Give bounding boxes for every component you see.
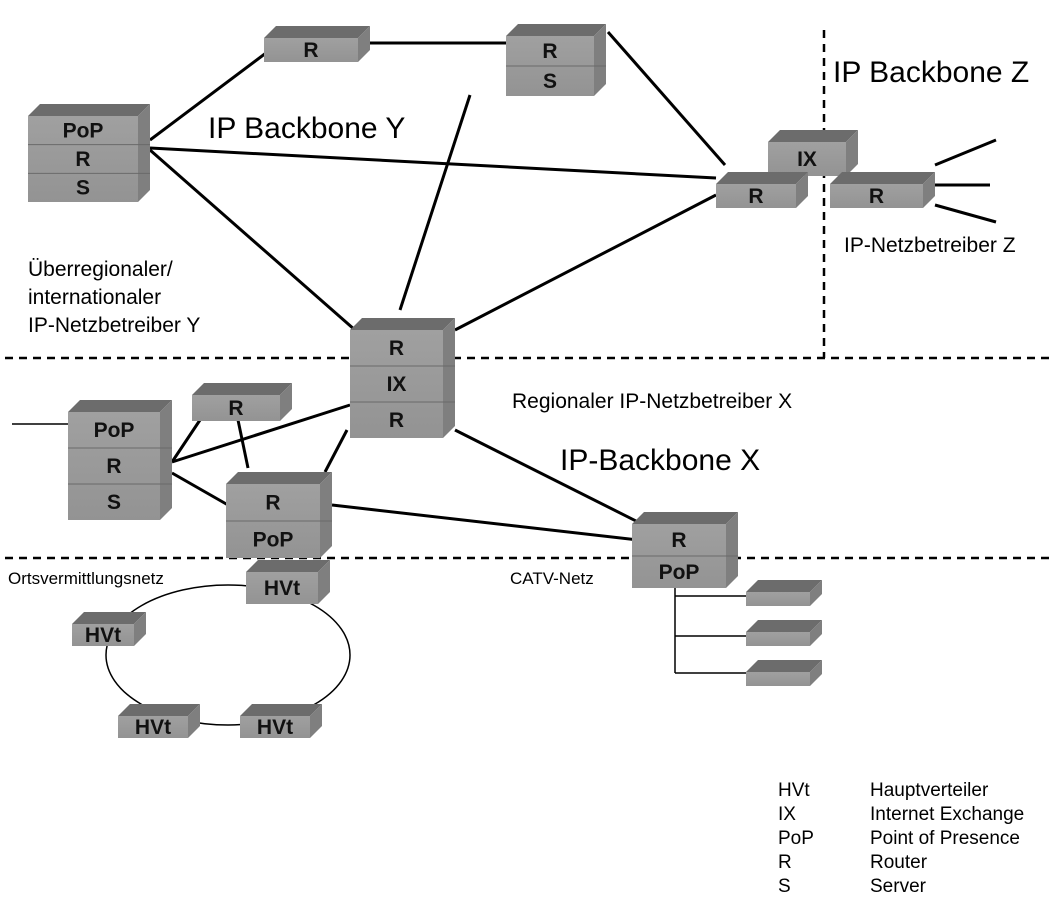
- catv-node-2: [746, 620, 822, 646]
- provider-y-line3: IP-Netzbetreiber Y: [28, 314, 200, 337]
- box-label-r: R: [106, 455, 121, 478]
- legend-abbr-pop: PoP: [778, 828, 814, 849]
- box-label-r: R: [389, 409, 404, 432]
- hvt-ring-bottom-right: HVt: [240, 704, 322, 739]
- box-label-pop: PoP: [63, 119, 104, 142]
- router-x-small: R: [192, 383, 292, 421]
- box-label-s: S: [107, 491, 121, 514]
- box-label-ix: IX: [387, 373, 407, 396]
- hvt-ring-left: HVt: [72, 612, 146, 647]
- box-label-r: R: [869, 185, 884, 208]
- box-label-hvt: HVt: [85, 624, 121, 647]
- box-label-r: R: [303, 39, 318, 62]
- box-label-ix: IX: [797, 148, 817, 171]
- box-label-s: S: [543, 70, 557, 93]
- connections: [12, 31, 997, 726]
- legend-desc-hvt: Hauptverteiler: [870, 780, 989, 801]
- stack-r-pop-x: R PoP: [226, 472, 332, 558]
- box-label-pop: PoP: [253, 529, 294, 552]
- hvt-main: HVt: [246, 560, 330, 604]
- box-label-pop: PoP: [659, 561, 700, 584]
- catv-net-label: CATV-Netz: [510, 569, 594, 588]
- provider-x-label: Regionaler IP-Netzbetreiber X: [512, 390, 792, 413]
- catv-node-1: [746, 580, 822, 606]
- legend-abbr-router: R: [778, 852, 792, 873]
- stack-pop-r-s-x: PoP RS: [68, 400, 172, 520]
- legend-abbr-hvt: HVt: [778, 780, 810, 801]
- backbone-x-title: IP-Backbone X: [560, 444, 760, 477]
- router-z: R: [830, 172, 935, 208]
- local-net-label: Ortsvermittlungsnetz: [8, 569, 164, 588]
- box-label-pop: PoP: [94, 419, 135, 442]
- stack-pop-r-s-y: PoP RS: [28, 104, 150, 202]
- provider-y-line1: Überregionaler/: [28, 258, 173, 281]
- provider-y-line2: internationaler: [28, 286, 161, 309]
- box-label-r: R: [542, 40, 557, 63]
- legend-abbr-server: S: [778, 876, 791, 897]
- box-label-hvt: HVt: [264, 577, 300, 600]
- router-y-top: R: [264, 26, 370, 62]
- legend-abbr-ix: IX: [778, 804, 796, 825]
- box-label-r: R: [75, 148, 90, 171]
- backbone-z-title: IP Backbone Z: [833, 56, 1029, 89]
- ix-z: IX: [768, 130, 858, 176]
- backbone-y-title: IP Backbone Y: [208, 112, 405, 145]
- router-y-z: R: [716, 172, 808, 208]
- box-label-hvt: HVt: [135, 716, 171, 739]
- stack-r-pop-catv: R PoP: [632, 512, 738, 588]
- box-label-r: R: [748, 185, 763, 208]
- box-label-s: S: [76, 177, 90, 200]
- hvt-ring-bottom-left: HVt: [118, 704, 200, 739]
- legend-desc-router: Router: [870, 852, 928, 873]
- box-label-hvt: HVt: [257, 716, 293, 739]
- legend: HVt Hauptverteiler IX Internet Exchange …: [778, 780, 1024, 897]
- box-label-r: R: [671, 529, 686, 552]
- box-label-r: R: [228, 397, 243, 420]
- legend-desc-ix: Internet Exchange: [870, 804, 1024, 825]
- box-label-r: R: [389, 337, 404, 360]
- catv-node-3: [746, 660, 822, 686]
- box-label-r: R: [265, 492, 280, 515]
- stack-r-ix-r-x: R IX R: [350, 318, 455, 438]
- legend-desc-server: Server: [870, 876, 927, 897]
- legend-desc-pop: Point of Presence: [870, 828, 1020, 849]
- provider-z-label: IP-Netzbetreiber Z: [844, 234, 1016, 257]
- stack-r-s-y: RS: [506, 24, 606, 96]
